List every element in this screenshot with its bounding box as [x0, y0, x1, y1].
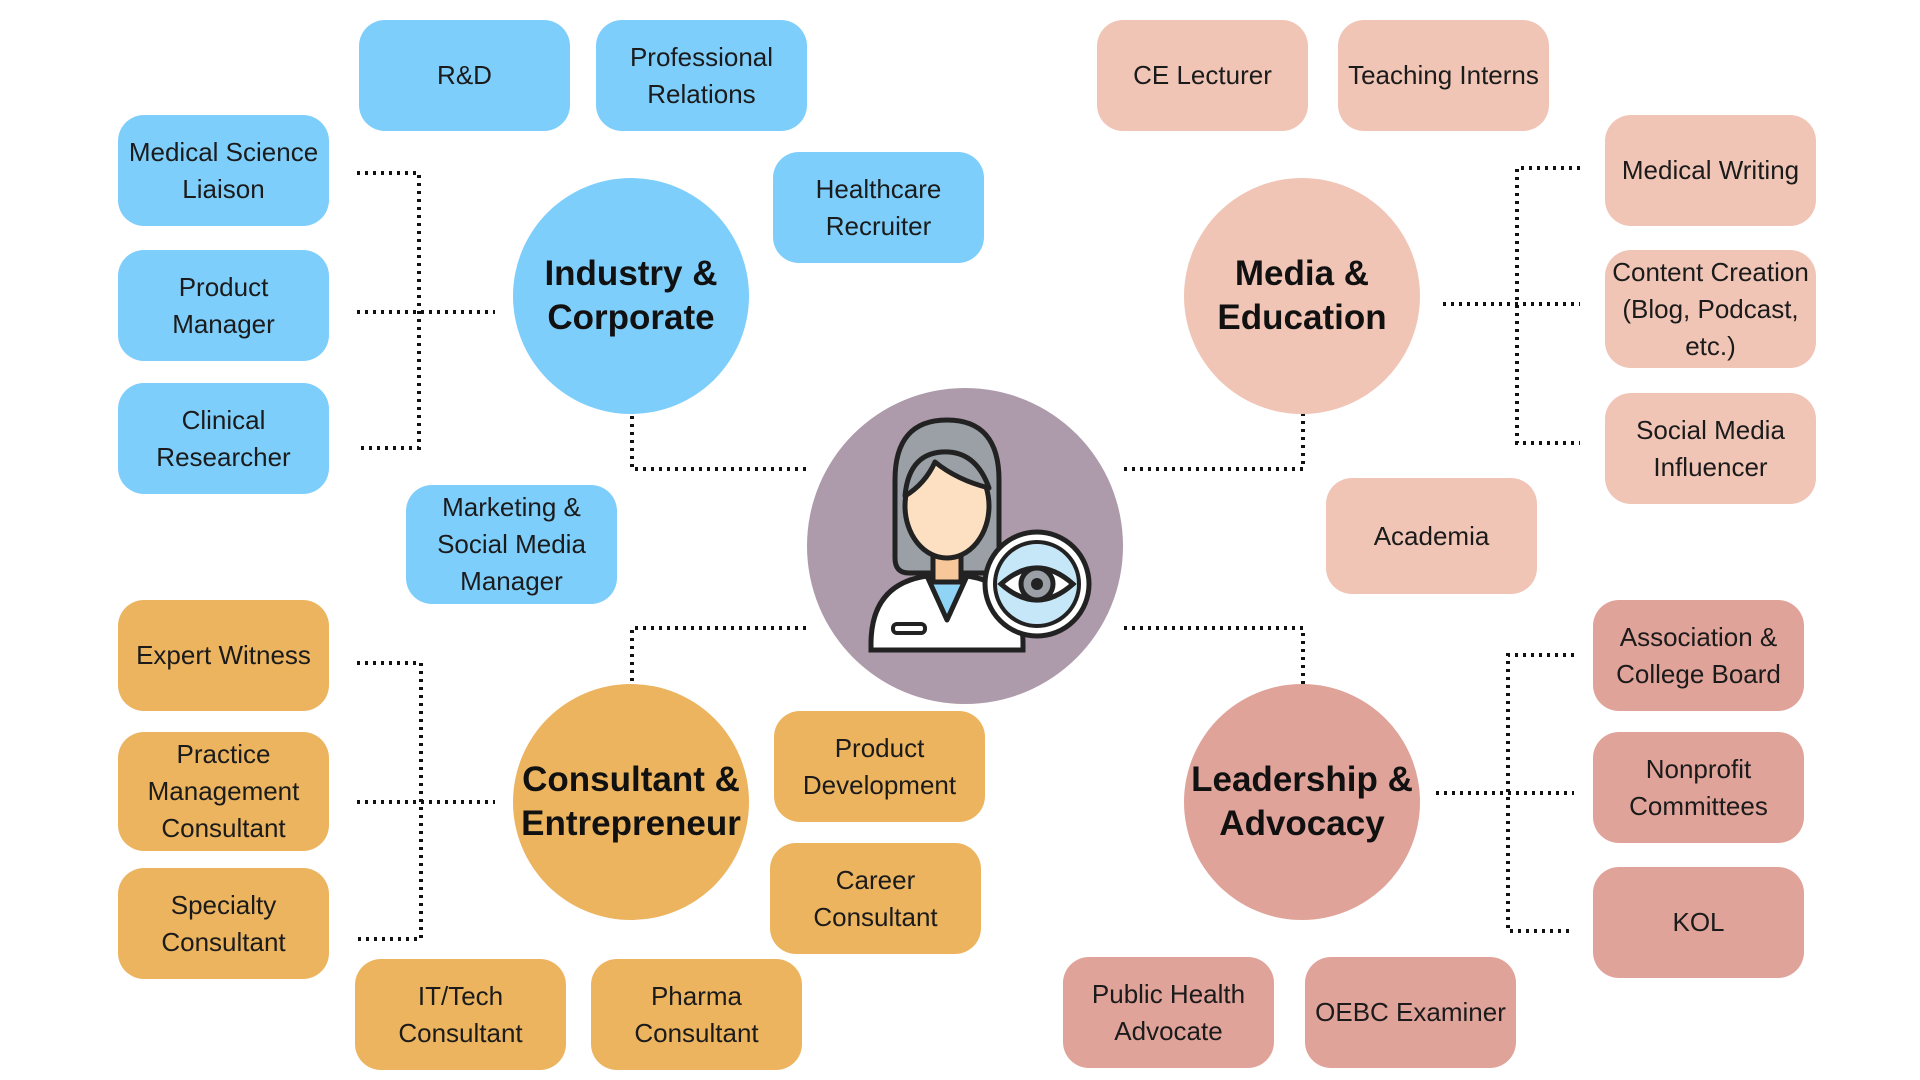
hub-leadership-advocacy: Leadership & Advocacy [1184, 684, 1420, 920]
bracket-media [1443, 166, 1580, 445]
connector-center-media [1124, 372, 1305, 471]
box-product-manager: Product Manager [118, 250, 329, 361]
hub-media-education: Media & Education [1184, 178, 1420, 414]
box-healthcare-recruiter: Healthcare Recruiter [773, 152, 984, 263]
box-marketing-social-media-manager: Marketing & Social Media Manager [406, 485, 617, 604]
box-medical-writing: Medical Writing [1605, 115, 1816, 226]
box-expert-witness: Expert Witness [118, 600, 329, 711]
bracket-consultant [357, 661, 495, 941]
box-social-media-influencer: Social Media Influencer [1605, 393, 1816, 504]
connector-center-leadership [1124, 626, 1305, 718]
box-career-consultant: Career Consultant [770, 843, 981, 954]
box-nonprofit-committees: Nonprofit Committees [1593, 732, 1804, 843]
box-it-tech-consultant: IT/Tech Consultant [355, 959, 566, 1070]
hub-consultant-entrepreneur: Consultant & Entrepreneur [513, 684, 749, 920]
box-ce-lecturer: CE Lecturer [1097, 20, 1308, 131]
box-professional-relations: Professional Relations [596, 20, 807, 131]
box-content-creation: Content Creation (Blog, Podcast, etc.) [1605, 250, 1816, 368]
box-oebc-examiner: OEBC Examiner [1305, 957, 1516, 1068]
box-pharma-consultant: Pharma Consultant [591, 959, 802, 1070]
box-product-development: Product Development [774, 711, 985, 822]
box-academia: Academia [1326, 478, 1537, 594]
hub-industry-corporate: Industry & Corporate [513, 178, 749, 414]
center-circle [807, 388, 1123, 704]
box-practice-management-consultant: Practice Management Consultant [118, 732, 329, 851]
box-rd: R&D [359, 20, 570, 131]
box-association-college-board: Association & College Board [1593, 600, 1804, 711]
box-kol: KOL [1593, 867, 1804, 978]
bracket-leadership [1436, 653, 1574, 933]
doctor-with-eye-icon [807, 388, 1123, 704]
box-specialty-consultant: Specialty Consultant [118, 868, 329, 979]
box-clinical-researcher: Clinical Researcher [118, 383, 329, 494]
box-teaching-interns: Teaching Interns [1338, 20, 1549, 131]
box-medical-science-liaison: Medical Science Liaison [118, 115, 329, 226]
box-public-health-advocate: Public Health Advocate [1063, 957, 1274, 1068]
bracket-industry [357, 171, 495, 450]
connector-center-industry [630, 372, 806, 471]
